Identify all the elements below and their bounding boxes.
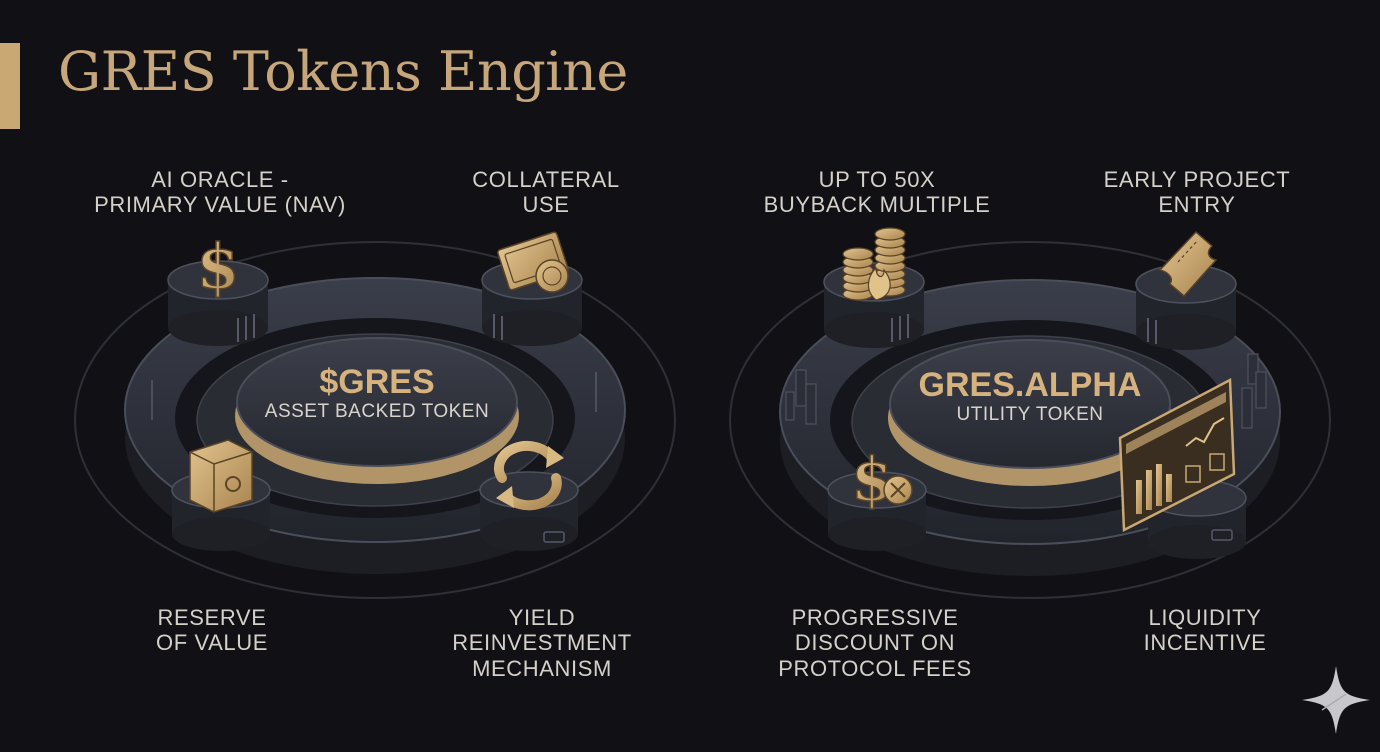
hub-title: $GRES bbox=[319, 363, 435, 401]
pillars-right bbox=[1241, 353, 1267, 429]
cycle-arrows-icon bbox=[493, 440, 564, 511]
dollar-sign-icon: $ bbox=[196, 229, 241, 304]
node-label-collateral-use: COLLATERAL USE bbox=[472, 167, 620, 218]
node-label-progressive-discount: PROGRESSIVE DISCOUNT ON PROTOCOL FEES bbox=[778, 605, 972, 681]
hub-gres: $GRES ASSET BACKED TOKEN bbox=[237, 363, 517, 424]
hub-gres-alpha: GRES.ALPHA UTILITY TOKEN bbox=[890, 366, 1170, 427]
page-title: GRES Tokens Engine bbox=[58, 40, 628, 103]
trading-dashboard-icon bbox=[1118, 377, 1236, 532]
hub-disc bbox=[889, 339, 1171, 469]
banknote-coin-icon bbox=[497, 231, 569, 293]
svg-text:$: $ bbox=[196, 230, 239, 303]
node-label-early-project-entry: EARLY PROJECT ENTRY bbox=[1103, 167, 1291, 218]
svg-text:$: $ bbox=[851, 445, 893, 515]
node-label-ai-oracle: AI ORACLE - PRIMARY VALUE (NAV) bbox=[94, 167, 346, 218]
node-pedestal-bottom-right bbox=[479, 471, 579, 551]
node-label-reserve-of-value: RESERVE OF VALUE bbox=[156, 605, 268, 656]
coin-stacks-fire-icon bbox=[842, 227, 906, 301]
node-pedestal-bottom-right bbox=[1147, 479, 1247, 559]
title-accent-bar bbox=[0, 43, 20, 129]
hub-disc bbox=[236, 337, 518, 467]
dollar-discount-icon: $ bbox=[850, 444, 913, 516]
sparkle-icon bbox=[1302, 666, 1370, 734]
pillars-left bbox=[785, 369, 817, 425]
hub-title: GRES.ALPHA bbox=[918, 366, 1142, 404]
hub-subtitle: ASSET BACKED TOKEN bbox=[264, 401, 490, 423]
outer-orbit bbox=[729, 241, 1331, 599]
engine-gres-alpha: $ bbox=[729, 227, 1331, 599]
engine-gres: $ bbox=[74, 229, 676, 599]
node-label-yield-reinvestment: YIELD REINVESTMENT MECHANISM bbox=[452, 605, 632, 681]
node-label-liquidity-incentive: LIQUIDITY INCENTIVE bbox=[1143, 605, 1267, 656]
node-label-buyback-multiple: UP TO 50X BUYBACK MULTIPLE bbox=[763, 167, 991, 218]
node-pedestal-top-left bbox=[167, 260, 269, 346]
outer-orbit bbox=[74, 241, 676, 599]
hub-subtitle: UTILITY TOKEN bbox=[956, 404, 1104, 426]
ticket-icon bbox=[1158, 230, 1218, 298]
safe-vault-icon bbox=[189, 439, 253, 513]
